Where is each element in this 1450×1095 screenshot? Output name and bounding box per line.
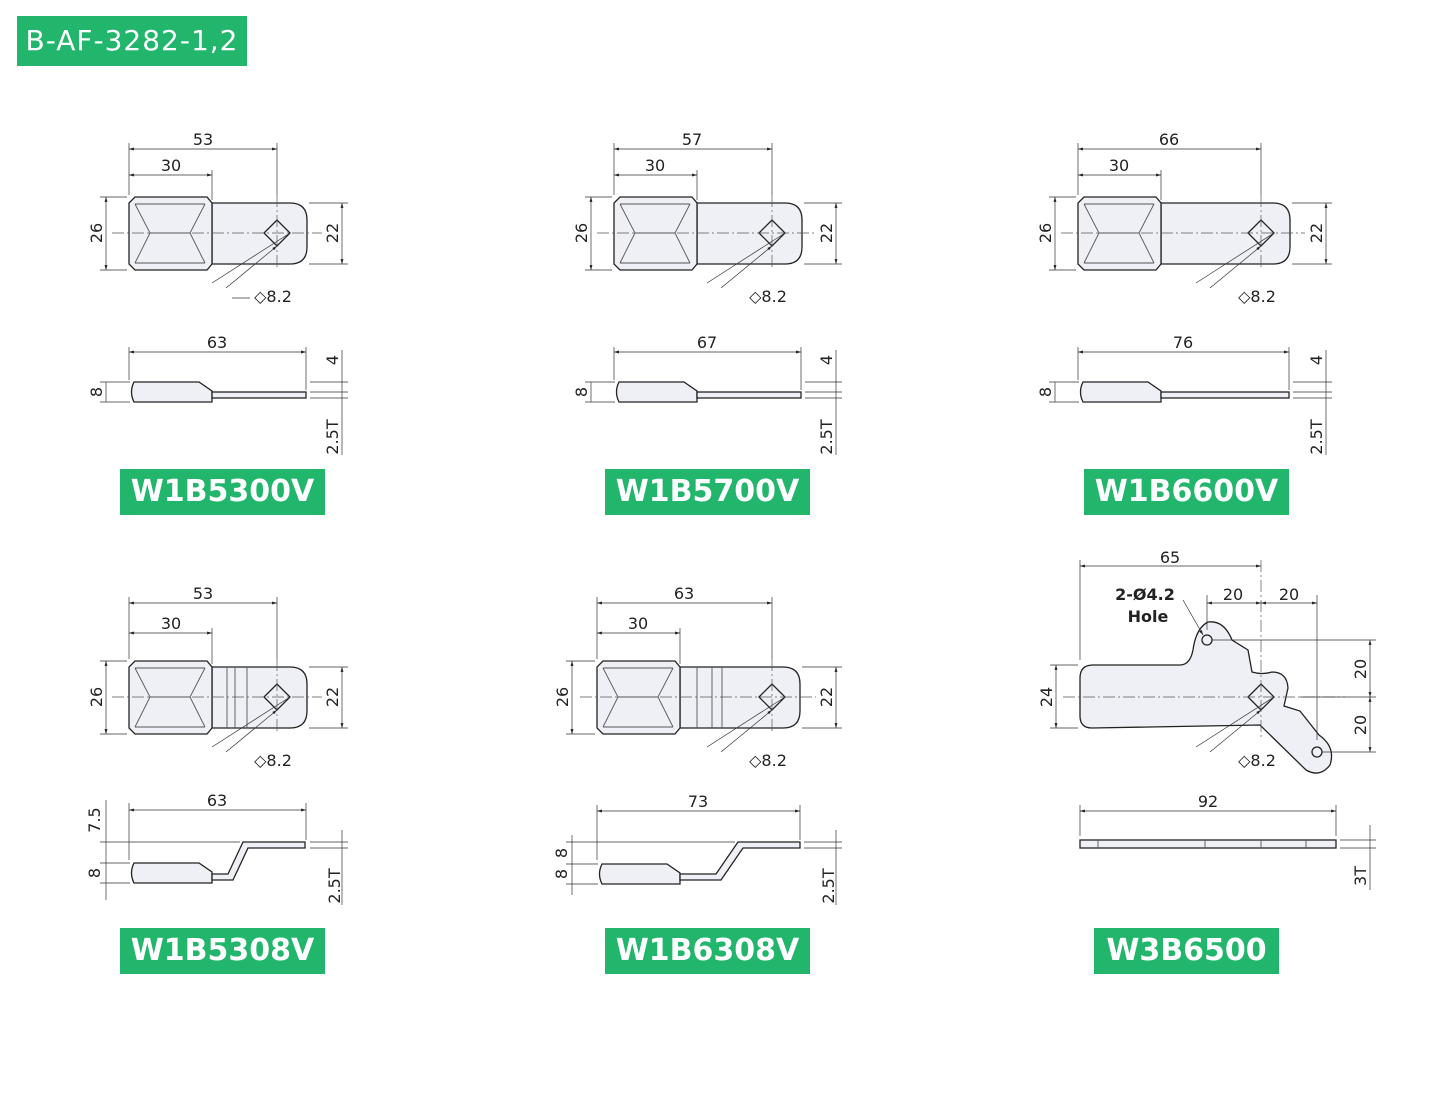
dim-thickness: 2.5T [817, 419, 836, 454]
dim-offset: 4 [1307, 355, 1326, 365]
dim-spacing-a: 20 [1223, 585, 1243, 604]
dim-overall: 66 [1159, 130, 1179, 149]
dim-overall: 65 [1160, 548, 1180, 567]
dim-overall: 53 [193, 130, 213, 149]
dim-thickness: 3T [1351, 866, 1370, 886]
dim-tab: 22 [817, 687, 836, 707]
dim-thickness: 2.5T [1307, 419, 1326, 454]
side-view: 92 3T [1079, 792, 1376, 890]
dim-grip: 30 [645, 156, 665, 175]
dim-side-length: 67 [697, 333, 717, 352]
dim-vert-b: 20 [1351, 715, 1370, 735]
dim-hole: ◇8.2 [254, 751, 292, 770]
dim-hole: ◇8.2 [1238, 751, 1276, 770]
part-w1b5300v-drawing: 53 30 26 22 ◇8.2 63 8 4 2.5T [87, 130, 348, 455]
dim-side-length: 63 [207, 333, 227, 352]
dim-side-height: 8 [572, 387, 591, 397]
dim-offset: 8 [552, 848, 571, 858]
dim-holes: 2-Ø4.2 [1115, 585, 1175, 604]
dim-thickness: 2.5T [323, 419, 342, 454]
dim-offset: 4 [323, 355, 342, 365]
dim-height: 26 [553, 687, 572, 707]
part-w1b6308v-drawing: 63 30 26 22 ◇8.2 73 8 8 2.5T [552, 584, 842, 905]
dim-grip: 30 [628, 614, 648, 633]
dim-grip: 30 [161, 156, 181, 175]
top-view: 65 20 20 2-Ø4.2 Hole 24 20 20 ◇8.2 [1037, 548, 1376, 774]
dim-height: 24 [1037, 687, 1056, 707]
dim-height: 26 [87, 687, 106, 707]
model-label-w1b5700v: W1B5700V [605, 469, 810, 515]
dim-grip: 30 [1109, 156, 1129, 175]
side-view: 76 8 4 2.5T [1036, 333, 1332, 455]
model-label-w1b6308v: W1B6308V [605, 928, 810, 974]
part-w1b5700v-drawing: 57 30 26 22 ◇8.2 67 8 4 2.5T [572, 130, 842, 455]
dim-side-length: 92 [1198, 792, 1218, 811]
dim-overall: 63 [674, 584, 694, 603]
dim-offset: 7.5 [85, 807, 104, 832]
top-view: 53 30 26 22 ◇8.2 [87, 130, 348, 306]
dim-side-length: 63 [207, 791, 227, 810]
dim-height: 26 [1036, 223, 1055, 243]
model-label-w1b5308v: W1B5308V [120, 928, 325, 974]
side-view: 67 8 4 2.5T [572, 333, 842, 455]
dim-overall: 53 [193, 584, 213, 603]
dim-hole: ◇8.2 [1238, 287, 1276, 306]
dim-overall: 57 [682, 130, 702, 149]
dim-thickness: 2.5T [325, 868, 344, 903]
dim-vert-a: 20 [1351, 659, 1370, 679]
dim-grip: 30 [161, 614, 181, 633]
model-label-w3b6500: W3B6500 [1094, 928, 1279, 974]
dim-tab: 22 [817, 223, 836, 243]
top-view: 57 30 26 22 ◇8.2 [572, 130, 842, 306]
dim-side-height: 8 [85, 868, 104, 878]
dim-offset: 4 [817, 355, 836, 365]
dim-side-length: 76 [1173, 333, 1193, 352]
part-w3b6500-drawing: 65 20 20 2-Ø4.2 Hole 24 20 20 ◇8.2 92 3T [1037, 548, 1376, 890]
dim-hole: ◇8.2 [749, 287, 787, 306]
dim-tab: 22 [323, 223, 342, 243]
dim-side-length: 73 [688, 792, 708, 811]
side-view: 73 8 8 2.5T [552, 792, 842, 905]
top-view: 53 30 26 22 ◇8.2 [87, 584, 348, 770]
dim-holes-note: Hole [1128, 607, 1169, 626]
dim-hole: ◇8.2 [254, 287, 292, 306]
dim-side-height: 8 [552, 869, 571, 879]
top-view: 66 30 26 22 ◇8.2 [1036, 130, 1332, 306]
dim-hole: ◇8.2 [749, 751, 787, 770]
dim-side-height: 8 [1036, 387, 1055, 397]
part-w1b5308v-drawing: 53 30 26 22 ◇8.2 63 7.5 8 2.5T [85, 584, 348, 905]
side-view: 63 8 4 2.5T [87, 333, 348, 455]
side-view: 63 7.5 8 2.5T [85, 791, 348, 905]
dim-height: 26 [572, 223, 591, 243]
dim-tab: 22 [1307, 223, 1326, 243]
dim-thickness: 2.5T [819, 868, 838, 903]
dim-spacing-b: 20 [1279, 585, 1299, 604]
drawing-code-badge: B-AF-3282-1,2 [17, 16, 247, 66]
model-label-w1b6600v: W1B6600V [1084, 469, 1289, 515]
dim-side-height: 8 [87, 387, 106, 397]
top-view: 63 30 26 22 ◇8.2 [553, 584, 842, 770]
model-label-w1b5300v: W1B5300V [120, 469, 325, 515]
dim-tab: 22 [323, 687, 342, 707]
part-w1b6600v-drawing: 66 30 26 22 ◇8.2 76 8 4 2.5T [1036, 130, 1332, 455]
dim-height: 26 [87, 223, 106, 243]
